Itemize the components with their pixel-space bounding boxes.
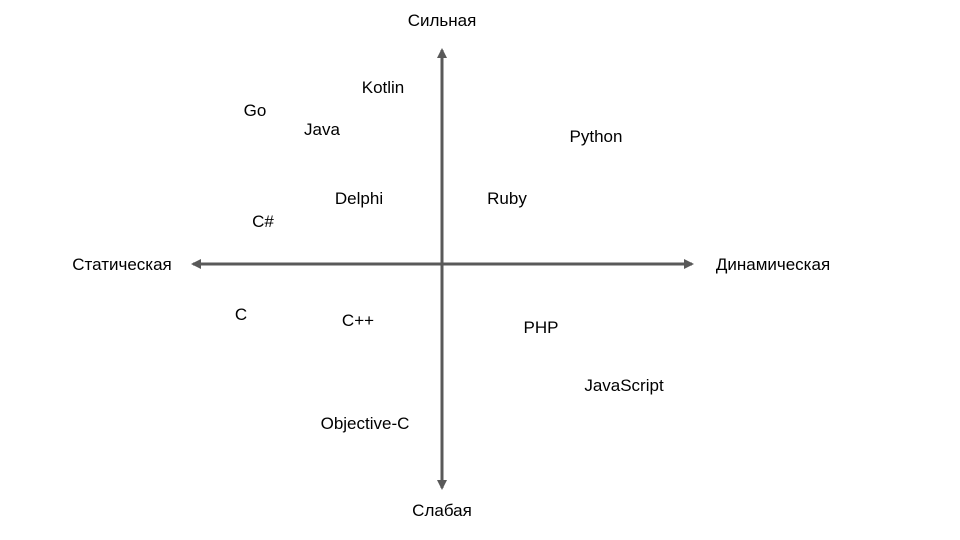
language-label-java: Java [304,120,340,139]
axis-label-strong: Сильная [407,11,477,30]
language-label-javascript: JavaScript [584,376,664,395]
language-label-cpp: C++ [341,311,375,330]
axis-label-dynamic: Динамическая [715,255,831,274]
language-label-csharp: C# [252,212,274,231]
language-label-python: Python [569,127,623,146]
language-label-ruby: Ruby [487,189,527,208]
axis-label-static: Статическая [72,255,172,274]
language-label-objective-c: Objective-C [320,414,410,433]
language-label-go: Go [243,101,267,120]
language-label-php: PHP [523,318,559,337]
language-label-c: C [234,305,248,324]
language-label-kotlin: Kotlin [361,78,405,97]
axis-label-weak: Слабая [412,501,472,520]
language-label-delphi: Delphi [334,189,384,208]
